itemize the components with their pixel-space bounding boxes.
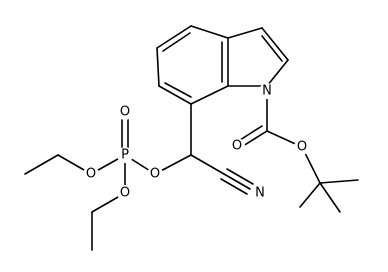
bond-c3-c2 [261, 27, 289, 61]
bond-c5-c6 [156, 47, 160, 87]
bond-nitrile-3 [220, 178, 248, 195]
atom-p: P [117, 147, 133, 163]
atom-o-ethoxy-2: O [117, 185, 133, 201]
atom-o-link: O [147, 166, 163, 182]
atom-o-carbonyl-label: O [232, 139, 242, 154]
atom-o-ethoxy-1-label: O [86, 167, 96, 182]
bond-c6-c7 [158, 85, 192, 105]
atom-n-indole-label: N [262, 84, 272, 99]
bond-c4-c5-inner [162, 32, 191, 52]
bond-ctert-me2 [299, 182, 321, 208]
bond-carbamate-c-o-2 [239, 125, 263, 141]
bond-c4-c5 [156, 25, 192, 49]
bond-c3-c2-inner [261, 35, 283, 62]
bond-c7-c7a [190, 85, 229, 105]
atom-o-link-label: O [150, 167, 160, 182]
atom-o-ester: O [294, 139, 310, 155]
bond-ctert-me3 [319, 182, 341, 213]
bond-nitrile-2 [226, 168, 254, 185]
atom-o-carbonyl: O [229, 138, 245, 154]
atom-o-phosphoryl-label: O [120, 105, 130, 120]
bond-ctert-me1 [319, 179, 359, 184]
atom-n-nitrile: N [252, 185, 268, 201]
bond-ch-cn-c [190, 154, 225, 175]
atom-p-label: P [121, 148, 129, 163]
bond-ch2-ch3-1 [24, 154, 59, 175]
atom-o-ethoxy-1: O [83, 166, 99, 182]
bond-c2-n1 [266, 59, 289, 87]
atom-o-ethoxy-2-label: O [120, 186, 130, 201]
atom-o-ester-label: O [297, 140, 307, 155]
atom-n-nitrile-label: N [255, 186, 265, 201]
atom-n-indole: N [259, 83, 275, 99]
bond-c6-c7-inner [164, 82, 192, 98]
bond-carbamate-c-o-1 [242, 130, 268, 147]
bond-nitrile-1 [223, 173, 251, 190]
bond-c3a-c3 [227, 27, 263, 39]
atom-o-phosphoryl: O [117, 104, 133, 120]
bond-c3a-c4 [190, 25, 229, 39]
